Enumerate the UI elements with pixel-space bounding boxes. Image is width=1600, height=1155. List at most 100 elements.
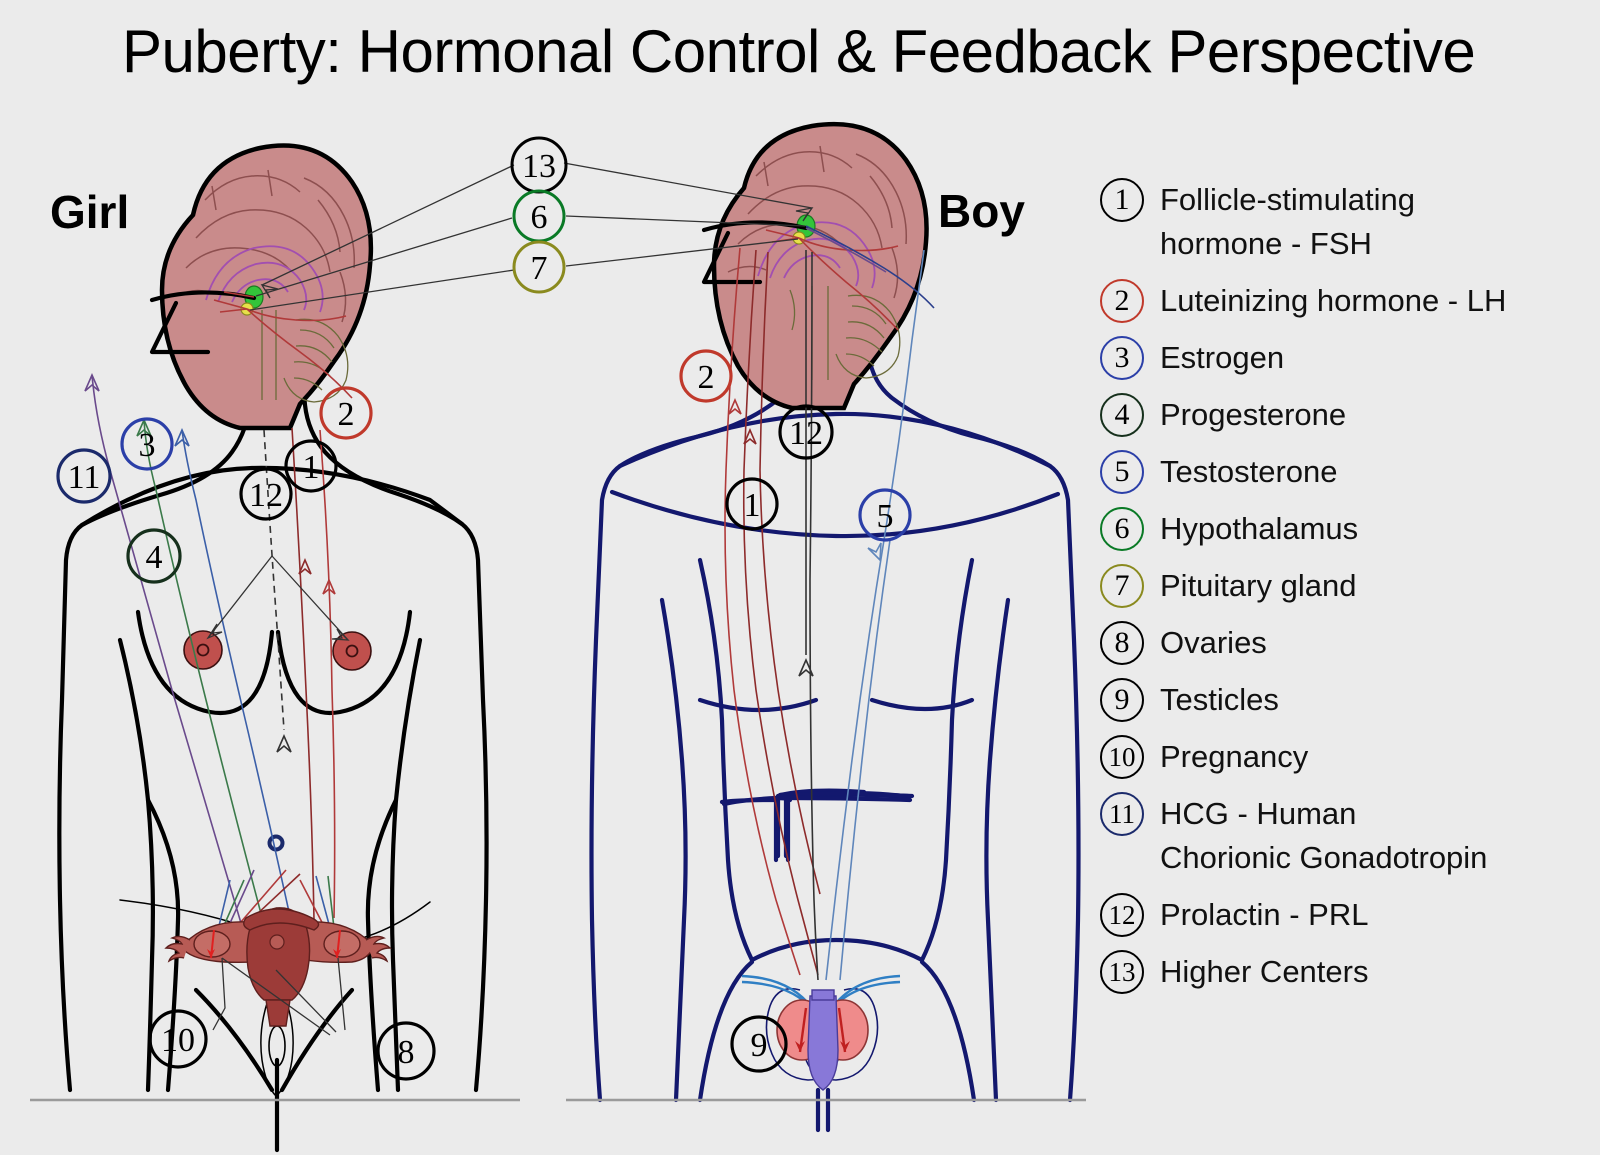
callout-circle-7[interactable]: 7 <box>512 240 566 294</box>
girl-marker-12-number: 12 <box>249 477 283 514</box>
nipple-left <box>183 630 223 670</box>
legend-number-10: 10 <box>1108 741 1136 772</box>
boy-marker-1-number: 1 <box>744 487 761 524</box>
legend-label-13: Higher Centers <box>1160 950 1368 994</box>
girl-marker-4-number: 4 <box>146 539 163 576</box>
legend-label-3: Estrogen <box>1160 336 1284 380</box>
legend-number-4: 4 <box>1114 398 1130 431</box>
legend-item-4[interactable]: 4 Progesterone <box>1100 393 1580 437</box>
legend-circle-4: 4 <box>1100 393 1144 437</box>
page-title: Puberty: Hormonal Control & Feedback Per… <box>122 18 1475 85</box>
legend-circle-12: 12 <box>1100 893 1144 937</box>
legend-label-8: Ovaries <box>1160 621 1267 665</box>
girl-marker-3[interactable]: 3 <box>120 417 174 471</box>
legend-label-2: Luteinizing hormone - LH <box>1160 279 1506 323</box>
legend-circle-1: 1 <box>1100 178 1144 222</box>
legend-circle-13: 13 <box>1100 950 1144 994</box>
legend-number-6: 6 <box>1114 512 1130 545</box>
girl-label: Girl <box>50 186 129 238</box>
legend-number-13: 13 <box>1108 956 1136 987</box>
legend-label-line: Pituitary gland <box>1160 568 1357 603</box>
legend-circle-10: 10 <box>1100 735 1144 779</box>
center-callout-leaders <box>249 162 814 311</box>
girl-marker-2[interactable]: 2 <box>319 386 373 440</box>
girl-marker-12[interactable]: 12 <box>239 467 293 521</box>
legend-item-8[interactable]: 8 Ovaries <box>1100 621 1580 665</box>
legend-number-11: 11 <box>1109 798 1135 829</box>
legend-circle-2: 2 <box>1100 279 1144 323</box>
legend-label-line: Hypothalamus <box>1160 511 1359 546</box>
legend-circle-7: 7 <box>1100 564 1144 608</box>
legend-number-2: 2 <box>1114 284 1130 317</box>
boy-marker-12-number: 12 <box>789 415 823 452</box>
girl-brain <box>149 143 374 431</box>
legend-label-line: Testicles <box>1160 682 1279 717</box>
girl-marker-10-number: 10 <box>161 1022 195 1059</box>
legend-item-12[interactable]: 12 Prolactin - PRL <box>1100 893 1580 937</box>
legend-number-7: 7 <box>1114 569 1130 602</box>
boy-brain <box>701 121 935 411</box>
legend-label-4: Progesterone <box>1160 393 1346 437</box>
boy-marker-1[interactable]: 1 <box>725 477 779 531</box>
legend-circle-11: 11 <box>1100 792 1144 836</box>
legend-label-line: Progesterone <box>1160 397 1347 432</box>
legend-label-5: Testosterone <box>1160 450 1338 494</box>
legend-item-6[interactable]: 6 Hypothalamus <box>1100 507 1580 551</box>
girl-marker-4[interactable]: 4 <box>126 528 182 584</box>
legend-circle-8: 8 <box>1100 621 1144 665</box>
legend-label-line: Higher Centers <box>1160 954 1369 989</box>
legend-item-7[interactable]: 7 Pituitary gland <box>1100 564 1580 608</box>
legend-label-6: Hypothalamus <box>1160 507 1358 551</box>
girl-marker-8-number: 8 <box>398 1034 415 1071</box>
legend-label-line: Follicle-stimulating <box>1160 182 1415 217</box>
girl-marker-10[interactable]: 10 <box>148 1009 208 1069</box>
girl-reproductive-organs <box>164 907 392 1036</box>
callout-circle-13[interactable]: 13 <box>510 136 568 194</box>
legend-item-2[interactable]: 2 Luteinizing hormone - LH <box>1100 279 1580 323</box>
legend-circle-3: 3 <box>1100 336 1144 380</box>
legend-item-3[interactable]: 3 Estrogen <box>1100 336 1580 380</box>
legend-number-3: 3 <box>1114 341 1130 374</box>
legend-number-1: 1 <box>1114 183 1130 216</box>
girl-marker-11[interactable]: 11 <box>56 448 112 504</box>
legend-number-8: 8 <box>1114 626 1130 659</box>
boy-marker-9[interactable]: 9 <box>730 1015 788 1073</box>
legend-label-line: Estrogen <box>1160 340 1285 375</box>
girl-marker-1[interactable]: 1 <box>284 439 338 493</box>
girl-marker-1-number: 1 <box>303 449 320 486</box>
boy-marker-2[interactable]: 2 <box>679 349 733 403</box>
boy-label: Boy <box>938 185 1025 237</box>
boy-marker-5[interactable]: 5 <box>858 488 912 542</box>
boy-reproductive-organs <box>741 974 901 1133</box>
legend-number-5: 5 <box>1114 455 1130 488</box>
legend-item-9[interactable]: 9 Testicles <box>1100 678 1580 722</box>
girl-marker-2-number: 2 <box>338 396 355 433</box>
legend-label-12: Prolactin - PRL <box>1160 893 1368 937</box>
legend-label-7: Pituitary gland <box>1160 564 1356 608</box>
legend-number-9: 9 <box>1114 683 1130 716</box>
legend-label-line: Luteinizing hormone - LH <box>1160 283 1507 318</box>
girl-marker-8[interactable]: 8 <box>376 1021 436 1081</box>
callout-7-number: 7 <box>531 250 548 287</box>
legend-circle-5: 5 <box>1100 450 1144 494</box>
legend-label-line: Ovaries <box>1160 625 1267 660</box>
legend-label-10: Pregnancy <box>1160 735 1308 779</box>
legend-number-12: 12 <box>1108 899 1136 930</box>
legend-label-line: Pregnancy <box>1160 739 1309 774</box>
legend-item-10[interactable]: 10 Pregnancy <box>1100 735 1580 779</box>
legend-label-line: Chorionic Gonadotropin <box>1160 840 1488 875</box>
girl-marker-11-number: 11 <box>68 459 101 496</box>
callout-circle-6[interactable]: 6 <box>512 189 566 243</box>
boy-hormone-pathways <box>724 247 925 981</box>
legend-item-5[interactable]: 5 Testosterone <box>1100 450 1580 494</box>
legend-label-line: HCG - Human <box>1160 796 1357 831</box>
legend-item-13[interactable]: 13 Higher Centers <box>1100 950 1580 994</box>
nipple-right <box>332 631 372 671</box>
ovary-right <box>323 930 361 958</box>
boy-marker-12[interactable]: 12 <box>778 404 834 460</box>
